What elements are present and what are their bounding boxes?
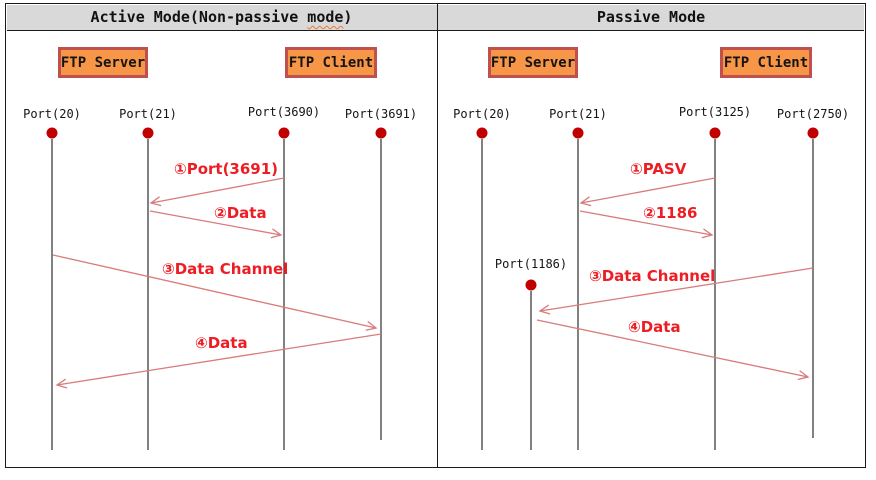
ftp-client-box-active: FTP Client	[285, 47, 377, 78]
message-label: ②1186	[643, 204, 698, 222]
message-label: ③Data Channel	[162, 260, 289, 278]
port-label: Port(3691)	[344, 107, 418, 121]
port-dot	[476, 127, 488, 139]
ftp-server-box-passive: FTP Server	[488, 47, 578, 78]
port-label: Port(3690)	[247, 105, 321, 119]
ftp-server-label: FTP Server	[60, 54, 146, 71]
port-dot	[142, 127, 154, 139]
lifelines-right	[481, 139, 814, 450]
port-label: Port(20)	[453, 107, 511, 121]
message-arrow	[55, 333, 382, 389]
passive-mode-title: Passive Mode	[438, 4, 864, 31]
message-arrow	[579, 210, 714, 239]
port-dot	[278, 127, 290, 139]
ftp-client-label: FTP Client	[723, 54, 809, 71]
port-dot	[807, 127, 819, 139]
port-dot	[572, 127, 584, 139]
port-label: Port(21)	[119, 107, 177, 121]
passive-mode-title-text: Passive Mode	[596, 8, 706, 26]
arrows-right	[536, 177, 814, 381]
port-label: Port(21)	[549, 107, 607, 121]
active-mode-title: Active Mode(Non-passive mode)	[6, 4, 437, 31]
port-label: Port(20)	[23, 107, 81, 121]
message-arrow	[52, 254, 378, 331]
arrows-left	[52, 177, 382, 389]
message-label: ②Data	[214, 204, 267, 222]
message-label: ①PASV	[630, 160, 687, 178]
lifelines-left	[51, 139, 382, 450]
port-dot	[525, 279, 537, 291]
message-arrow	[538, 267, 814, 315]
ftp-client-box-passive: FTP Client	[720, 47, 812, 78]
port-dot	[375, 127, 387, 139]
port-label: Port(3125)	[678, 105, 752, 119]
ftp-server-label: FTP Server	[490, 54, 576, 71]
port-label: Port(1186)	[494, 257, 568, 271]
message-label: ③Data Channel	[589, 267, 716, 285]
active-mode-title-suffix: )	[343, 8, 353, 26]
port-label: Port(2750)	[776, 107, 850, 121]
message-arrow	[579, 177, 716, 207]
message-arrow	[536, 319, 810, 381]
active-mode-title-text: Active Mode(Non-passive	[90, 8, 308, 26]
active-mode-title-squiggle-word: mode	[307, 8, 344, 26]
message-arrow	[149, 177, 285, 207]
port-dot	[46, 127, 58, 139]
ftp-server-box-active: FTP Server	[58, 47, 148, 78]
ftp-client-label: FTP Client	[288, 54, 374, 71]
message-label: ①Port(3691)	[174, 160, 279, 178]
message-label: ④Data	[195, 334, 248, 352]
port-dot	[709, 127, 721, 139]
message-label: ④Data	[628, 318, 681, 336]
message-arrow	[149, 210, 283, 239]
panel-divider	[436, 3, 438, 468]
port-dots	[46, 127, 819, 291]
